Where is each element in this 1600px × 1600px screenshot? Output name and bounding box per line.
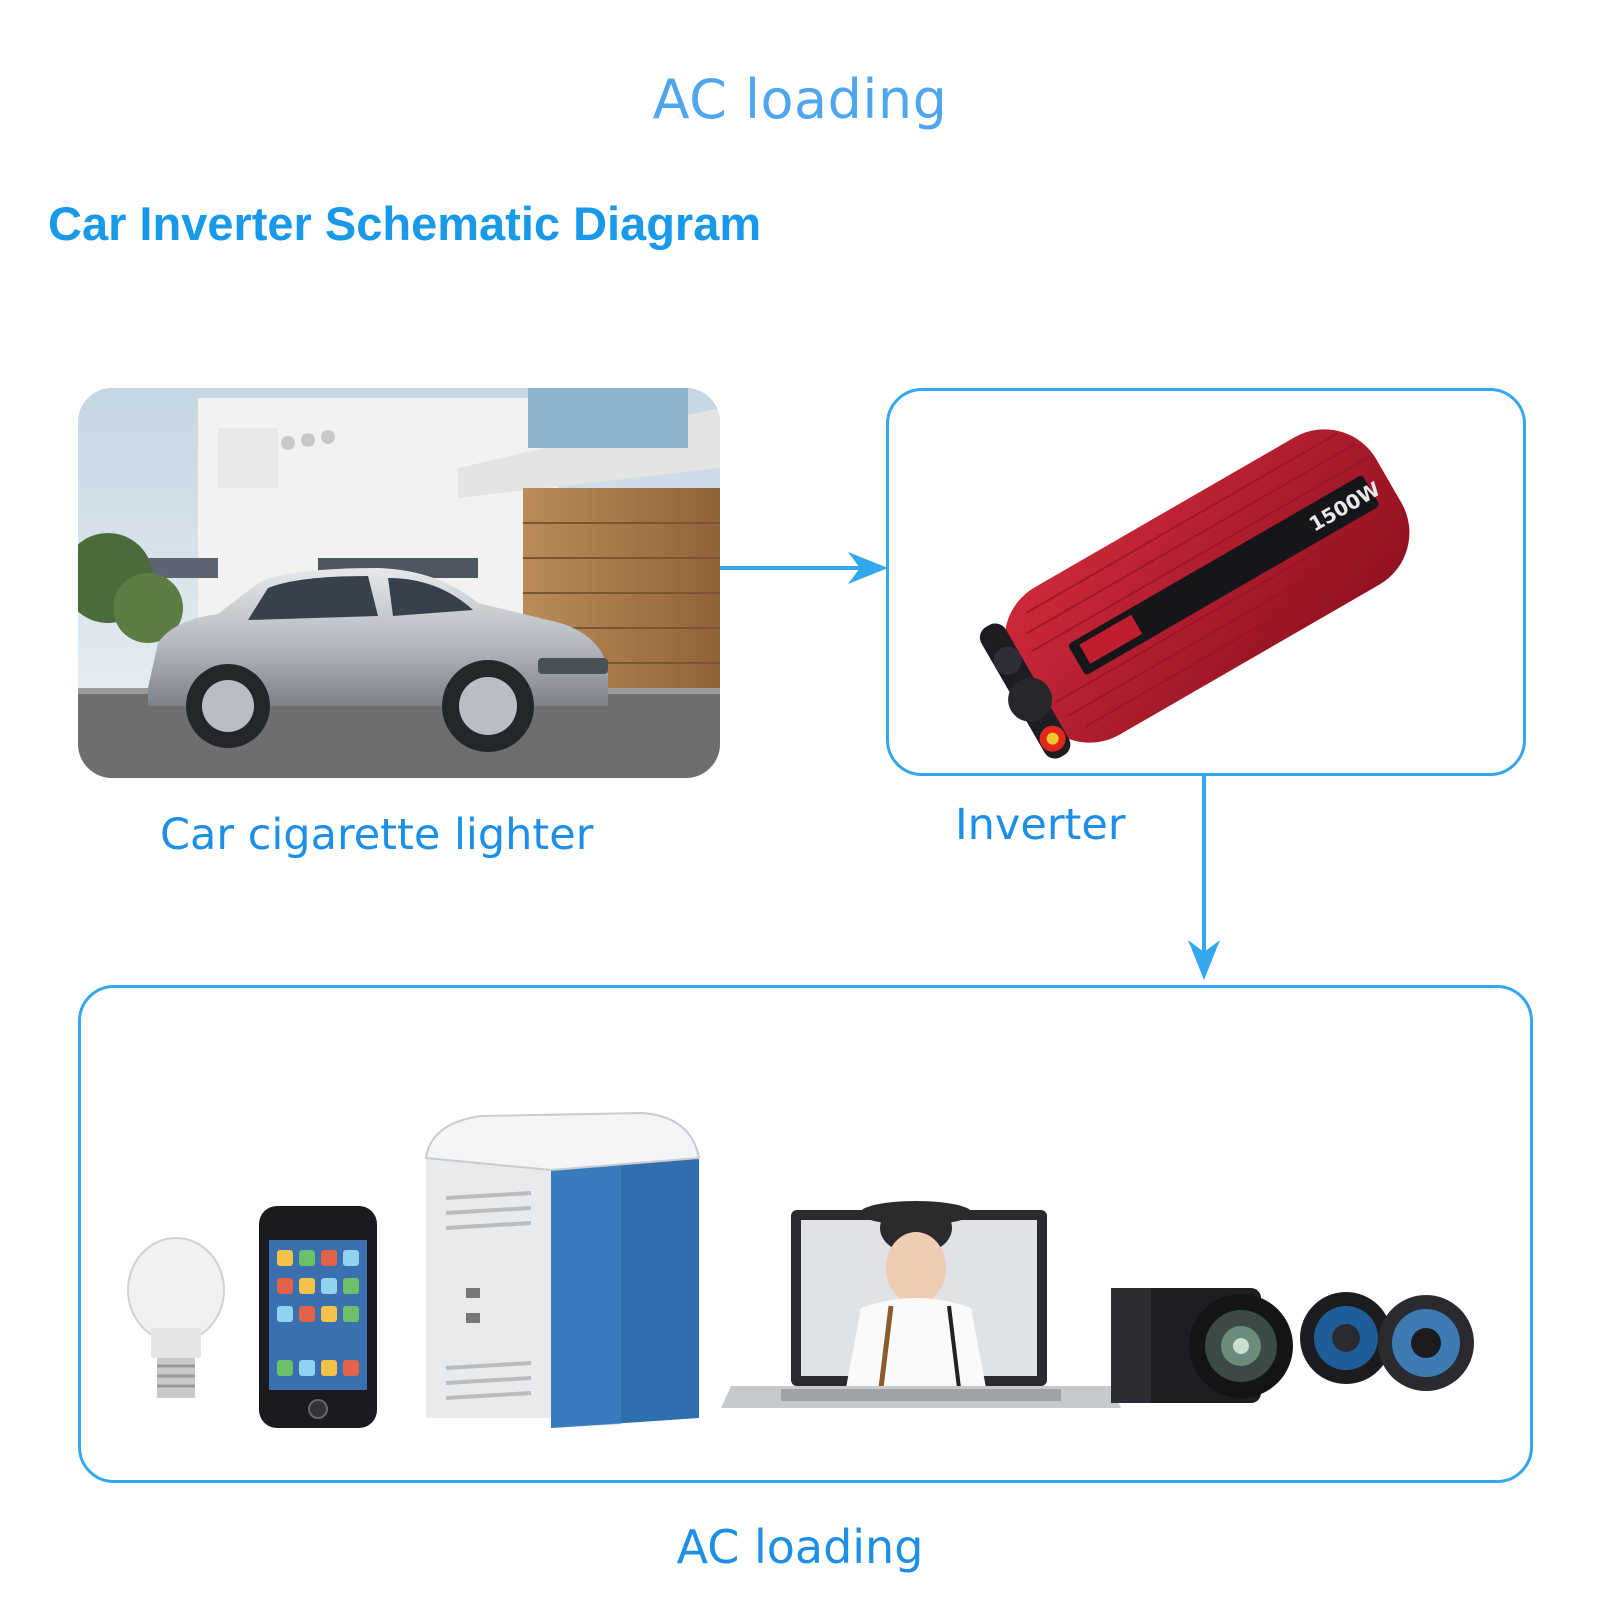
light-bulb-icon [127, 1237, 225, 1398]
smartphone-icon [259, 1206, 377, 1428]
arrow-inverter-to-loads [1188, 776, 1220, 980]
heading-top: AC loading [652, 68, 948, 131]
inverter-label: Inverter [955, 800, 1126, 850]
arrow-car-to-inverter [720, 552, 888, 584]
car-photo [78, 388, 720, 778]
appliances-photo [127, 1111, 1474, 1428]
diagram-title: Car Inverter Schematic Diagram [48, 197, 762, 250]
camera-icon [1111, 1288, 1293, 1403]
inverter-photo: 1500W [979, 429, 1410, 759]
loads-label: AC loading [676, 1520, 924, 1574]
inverter-box: 1500W [886, 388, 1526, 776]
loads-box [78, 985, 1533, 1483]
speaker-icon [1300, 1292, 1474, 1391]
car-fridge-icon [424, 1111, 701, 1428]
car-label: Car cigarette lighter [160, 810, 594, 860]
laptop-icon [721, 1201, 1121, 1408]
